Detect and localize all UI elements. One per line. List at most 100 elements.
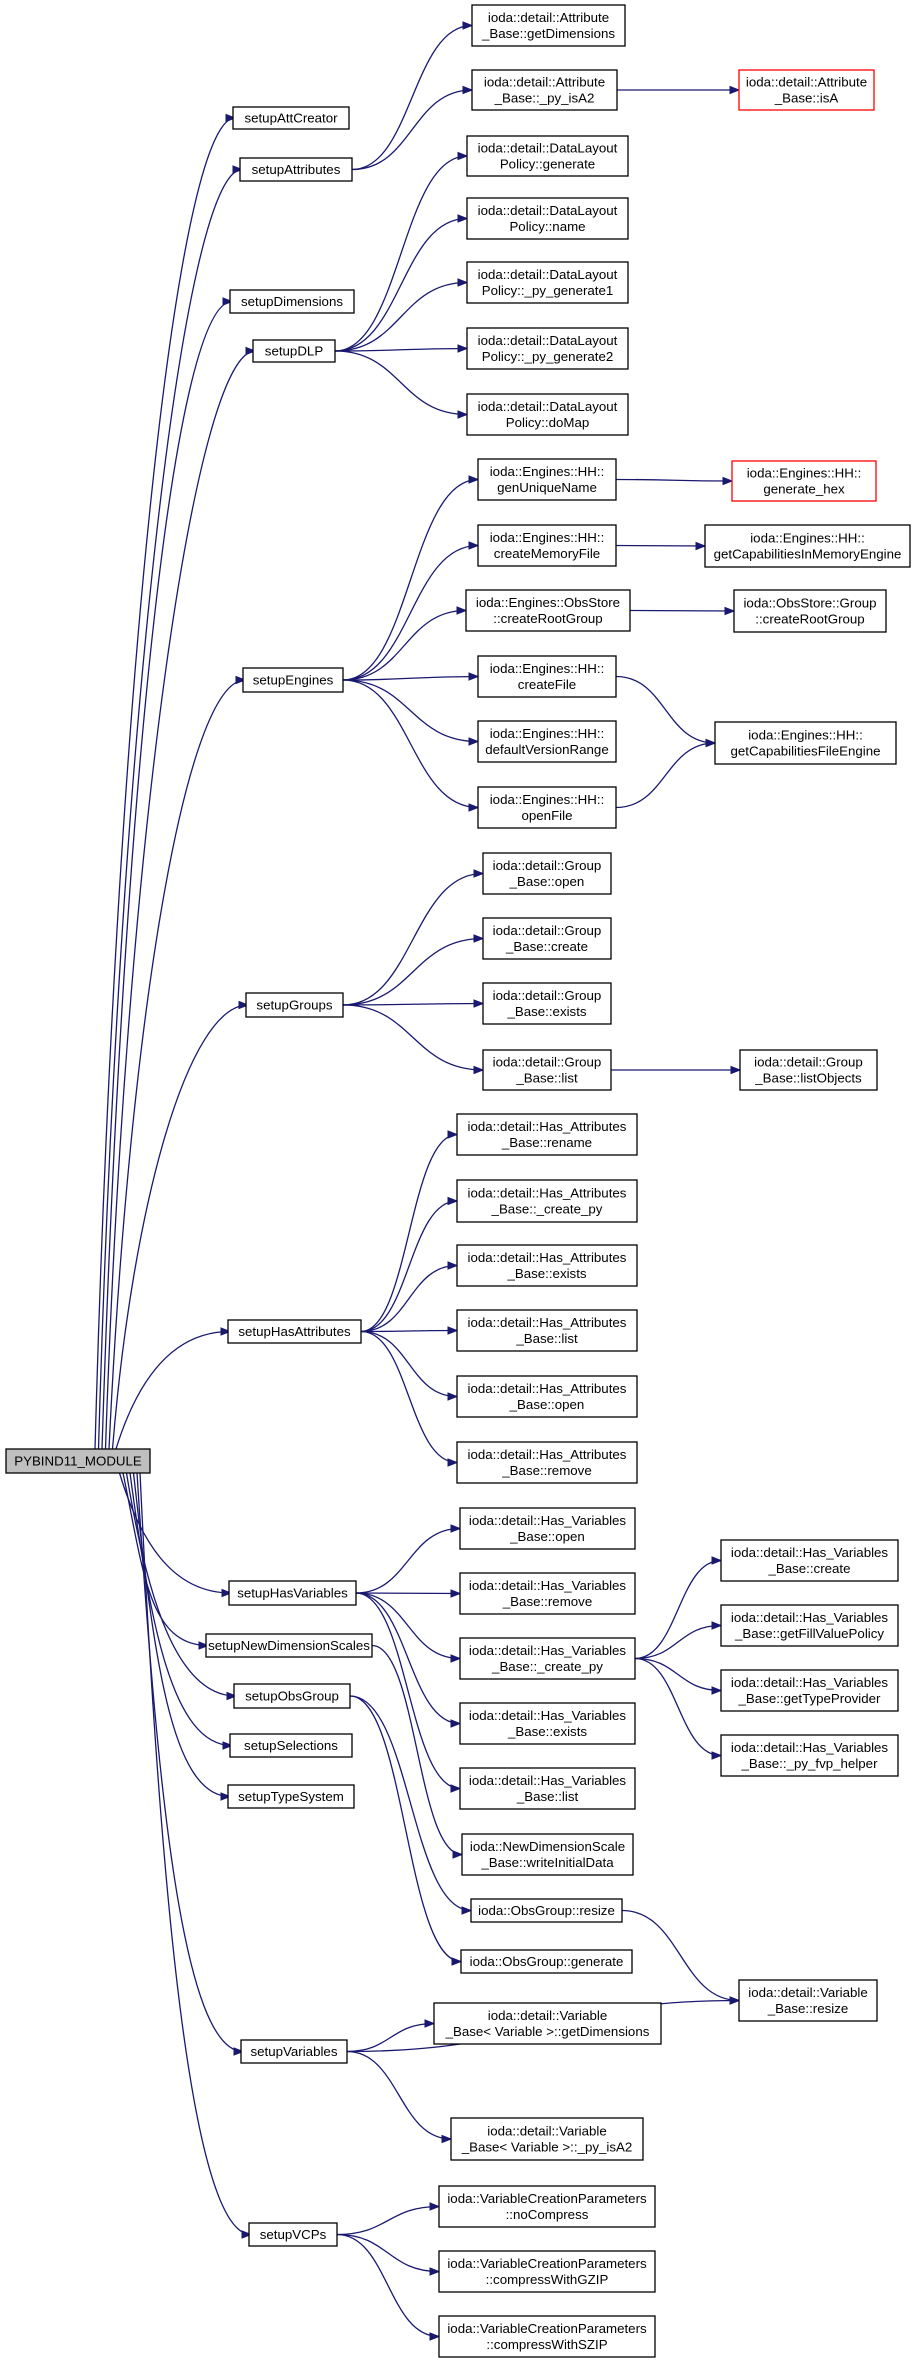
node-box-attr_py_isA2[interactable] [471,69,618,111]
node-var_getDimensions[interactable]: ioda::detail::Variable_Base< Variable >:… [433,2002,662,2045]
node-ha_remove[interactable]: ioda::detail::Has_Attributes_Base::remov… [456,1441,638,1484]
node-box-ha_create_py[interactable] [456,1179,638,1223]
node-var_py_isA2[interactable]: ioda::detail::Variable_Base< Variable >:… [450,2117,644,2161]
node-box-hh_getCapInMemory[interactable] [704,524,911,568]
node-box-group_create[interactable] [482,917,612,960]
node-box-dlp_py_generate1[interactable] [466,261,629,304]
node-box-vcp_noCompress[interactable] [438,2185,656,2228]
node-attr_py_isA2[interactable]: ioda::detail::Attribute_Base::_py_isA2 [471,69,618,111]
node-hv_create_py[interactable]: ioda::detail::Has_Variables_Base::_creat… [459,1637,636,1680]
node-box-ha_remove[interactable] [456,1441,638,1484]
node-setupAttCreator[interactable]: setupAttCreator [232,106,350,130]
node-box-hh_defaultVersionRange[interactable] [477,720,617,763]
node-hh_createMemoryFile[interactable]: ioda::Engines::HH::createMemoryFile [477,524,617,567]
node-obsstore_group_createRootGroup[interactable]: ioda::ObsStore::Group::createRootGroup [733,589,887,633]
node-setupEngines[interactable]: setupEngines [242,667,344,693]
node-hv_open[interactable]: ioda::detail::Has_Variables_Base::open [459,1507,636,1550]
node-box-group_list[interactable] [482,1049,612,1091]
node-hh_createFile[interactable]: ioda::Engines::HH::createFile [477,655,617,698]
node-root[interactable]: PYBIND11_MODULE [5,1448,151,1474]
node-box-setupVCPs[interactable] [248,2222,338,2247]
node-box-setupAttCreator[interactable] [232,106,350,130]
node-vcp_compressWithSZIP[interactable]: ioda::VariableCreationParameters::compre… [438,2315,656,2358]
node-setupDLP[interactable]: setupDLP [252,339,336,363]
node-box-hh_generate_hex[interactable] [731,460,877,502]
node-box-attr_isA[interactable] [738,69,875,111]
node-box-obsgroup_generate[interactable] [460,1949,633,1974]
node-ha_exists[interactable]: ioda::detail::Has_Attributes_Base::exist… [456,1244,638,1287]
node-box-setupObsGroup[interactable] [233,1683,351,1709]
node-box-dlp_generate[interactable] [466,135,629,177]
node-hh_defaultVersionRange[interactable]: ioda::Engines::HH::defaultVersionRange [477,720,617,763]
node-setupVCPs[interactable]: setupVCPs [248,2222,338,2247]
node-box-ha_exists[interactable] [456,1244,638,1287]
node-box-setupEngines[interactable] [242,667,344,693]
node-hv_getFillValuePolicy[interactable]: ioda::detail::Has_Variables_Base::getFil… [720,1604,899,1647]
node-box-obsstore_group_createRootGroup[interactable] [733,589,887,633]
node-setupTypeSystem[interactable]: setupTypeSystem [227,1784,355,1809]
node-setupVariables[interactable]: setupVariables [240,2039,348,2064]
node-group_open[interactable]: ioda::detail::Group_Base::open [482,852,612,895]
node-box-group_listObjects[interactable] [739,1049,878,1091]
node-group_create[interactable]: ioda::detail::Group_Base::create [482,917,612,960]
node-box-setupSelections[interactable] [229,1733,353,1758]
node-ha_open[interactable]: ioda::detail::Has_Attributes_Base::open [456,1375,638,1418]
node-box-obsgroup_resize[interactable] [470,1898,623,1923]
node-box-root[interactable] [5,1448,151,1474]
node-box-setupTypeSystem[interactable] [227,1784,355,1809]
node-var_resize[interactable]: ioda::detail::Variable_Base::resize [738,1979,878,2022]
node-box-hv_open[interactable] [459,1507,636,1550]
node-box-setupDLP[interactable] [252,339,336,363]
node-box-group_exists[interactable] [482,982,612,1025]
node-box-dlp_name[interactable] [466,197,629,240]
node-box-hv_create[interactable] [720,1539,899,1582]
node-setupNewDimensionScales[interactable]: setupNewDimensionScales [205,1633,373,1658]
node-box-setupAttributes[interactable] [239,157,353,182]
node-hv_exists[interactable]: ioda::detail::Has_Variables_Base::exists [459,1702,636,1745]
node-box-setupDimensions[interactable] [229,289,355,314]
node-box-var_getDimensions[interactable] [433,2002,662,2045]
node-dlp_py_generate2[interactable]: ioda::detail::DataLayoutPolicy::_py_gene… [466,327,629,370]
node-setupObsGroup[interactable]: setupObsGroup [233,1683,351,1709]
node-group_listObjects[interactable]: ioda::detail::Group_Base::listObjects [739,1049,878,1091]
node-box-hv_getTypeProvider[interactable] [720,1669,899,1712]
node-box-vcp_compressWithGZIP[interactable] [438,2250,656,2293]
node-box-ha_open[interactable] [456,1375,638,1418]
node-box-setupGroups[interactable] [245,992,344,1018]
node-attr_isA[interactable]: ioda::detail::Attribute_Base::isA [738,69,875,111]
node-box-vcp_compressWithSZIP[interactable] [438,2315,656,2358]
node-box-setupNewDimensionScales[interactable] [205,1633,373,1658]
node-box-ha_list[interactable] [456,1309,638,1352]
node-box-dlp_doMap[interactable] [466,393,629,436]
node-setupSelections[interactable]: setupSelections [229,1733,353,1758]
node-box-hh_genUniqueName[interactable] [477,458,617,501]
node-box-attr_getDimensions[interactable] [471,4,626,47]
node-box-hh_createFile[interactable] [477,655,617,698]
node-group_list[interactable]: ioda::detail::Group_Base::list [482,1049,612,1091]
node-hh_generate_hex[interactable]: ioda::Engines::HH::generate_hex [731,460,877,502]
node-hv_list[interactable]: ioda::detail::Has_Variables_Base::list [459,1767,636,1810]
node-ha_create_py[interactable]: ioda::detail::Has_Attributes_Base::_crea… [456,1179,638,1223]
node-box-setupHasVariables[interactable] [228,1580,357,1606]
node-box-hv_remove[interactable] [459,1572,636,1615]
node-ha_list[interactable]: ioda::detail::Has_Attributes_Base::list [456,1309,638,1352]
node-box-group_open[interactable] [482,852,612,895]
node-hh_getCapFile[interactable]: ioda::Engines::HH::getCapabilitiesFileEn… [714,721,897,765]
node-box-nds_writeInitialData[interactable] [461,1833,634,1876]
node-box-hv_getFillValuePolicy[interactable] [720,1604,899,1647]
node-box-hh_getCapFile[interactable] [714,721,897,765]
node-ha_rename[interactable]: ioda::detail::Has_Attributes_Base::renam… [456,1113,638,1156]
node-setupGroups[interactable]: setupGroups [245,992,344,1018]
node-hv_create[interactable]: ioda::detail::Has_Variables_Base::create [720,1539,899,1582]
node-box-hv_list[interactable] [459,1767,636,1810]
node-box-dlp_py_generate2[interactable] [466,327,629,370]
node-setupHasAttributes[interactable]: setupHasAttributes [227,1319,362,1344]
node-box-setupVariables[interactable] [240,2039,348,2064]
node-box-var_py_isA2[interactable] [450,2117,644,2161]
node-hh_getCapInMemory[interactable]: ioda::Engines::HH::getCapabilitiesInMemo… [704,524,911,568]
node-box-hv_exists[interactable] [459,1702,636,1745]
node-box-hv_py_fvp_helper[interactable] [720,1734,899,1777]
